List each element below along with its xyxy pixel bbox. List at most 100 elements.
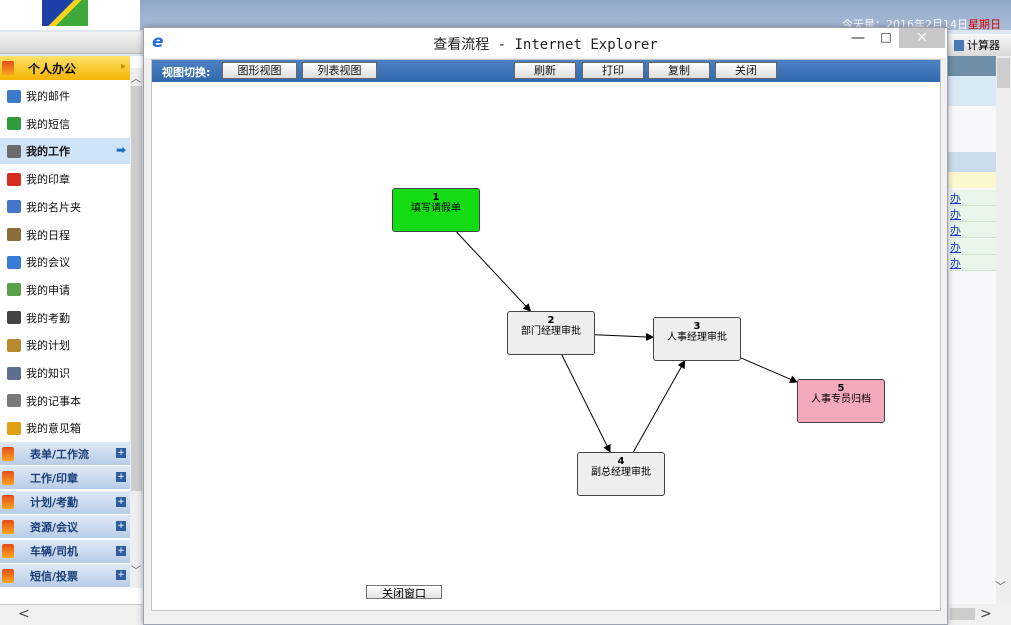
- horizontal-scroll-thumb[interactable]: [950, 608, 975, 620]
- flow-edges: [456, 231, 798, 453]
- close-icon[interactable]: ✕: [899, 28, 945, 48]
- right-panel-link[interactable]: 办: [950, 222, 996, 239]
- seal-pen-icon: [7, 172, 21, 186]
- toolbar: 视图切换: 图形视图 列表视图 刷新 打印 复制 关闭: [152, 60, 940, 82]
- sidebar-item-label: 我的邮件: [26, 90, 70, 103]
- scroll-left-icon[interactable]: <: [18, 606, 30, 622]
- maximize-icon[interactable]: □: [880, 30, 892, 44]
- menu-group[interactable]: 计划/考勤+: [0, 490, 130, 515]
- menu-group-label: 车辆/司机: [30, 545, 79, 559]
- sidebar-item[interactable]: 我的工作 ➡: [0, 138, 130, 165]
- right-panel-link[interactable]: 办: [950, 206, 996, 223]
- mail-icon: [7, 89, 21, 103]
- flow-node-number: 4: [617, 456, 625, 467]
- print-button[interactable]: 打印: [582, 62, 644, 79]
- close-window-button[interactable]: 关闭窗口: [366, 585, 442, 599]
- sidebar-item[interactable]: 我的知识: [0, 360, 130, 386]
- menu-group[interactable]: 短信/投票+: [0, 564, 130, 588]
- top-banner: 今天是：2016年2月14日 星期日: [0, 0, 1011, 31]
- scroll-down-icon[interactable]: ﹀: [995, 580, 1006, 593]
- sidebar-item[interactable]: 我的邮件: [0, 83, 130, 109]
- menu-group[interactable]: 车辆/司机 +: [0, 539, 130, 564]
- calculator-tab[interactable]: 计算器: [948, 34, 1011, 56]
- sidebar-item-label: 我的工作: [26, 145, 70, 159]
- right-panel-link[interactable]: 办: [950, 254, 996, 271]
- menu-group-label: 工作/印章: [30, 471, 79, 485]
- sidebar-item-label: 我的印章: [26, 173, 70, 187]
- notebook-icon: [7, 394, 21, 408]
- sidebar-item-label: 我的考勤: [26, 311, 70, 325]
- expand-plus-icon[interactable]: +: [116, 521, 126, 532]
- menu-group[interactable]: 工作/印章 +: [0, 466, 130, 491]
- flow-node-number: 5: [837, 383, 845, 394]
- sidebar-item[interactable]: 我的短信: [0, 111, 130, 137]
- sidebar-item[interactable]: 我的申请: [0, 277, 130, 303]
- work-icon: [7, 144, 21, 158]
- minimize-icon[interactable]: —: [851, 30, 865, 46]
- sidebar-item[interactable]: 我的名片夹: [0, 194, 130, 220]
- expand-plus-icon[interactable]: +: [116, 472, 126, 483]
- sidebar-item-label: 我的计划: [26, 339, 70, 353]
- sidebar-item-label: 我的日程: [26, 228, 70, 242]
- meeting-icon: [7, 255, 21, 269]
- flow-edge-1-to-2: [456, 231, 532, 312]
- expand-plus-icon[interactable]: +: [116, 570, 126, 580]
- panel-band: [948, 172, 996, 188]
- window-titlebar[interactable]: e 查看流程 - Internet Explorer — □ ✕: [144, 28, 947, 58]
- menu-group-personal-office[interactable]: 个人办公 ▸: [0, 56, 130, 80]
- list-view-button[interactable]: 列表视图: [302, 62, 377, 79]
- arrow-right-icon: ➡: [115, 143, 126, 158]
- sidebar-item-label: 我的知识: [26, 367, 70, 380]
- expand-plus-icon[interactable]: +: [116, 496, 126, 507]
- sidebar-item-label: 我的会议: [26, 256, 70, 270]
- group-icon: [2, 495, 14, 510]
- scroll-right-icon[interactable]: >: [980, 606, 992, 622]
- scroll-down-icon[interactable]: ﹀: [131, 566, 141, 577]
- sidebar-item[interactable]: 我的计划: [0, 332, 130, 358]
- right-panel-scrollbar[interactable]: [996, 56, 1011, 604]
- right-panel-link[interactable]: 办: [950, 238, 996, 255]
- flow-node-label: 人事经理审批: [667, 332, 727, 343]
- menu-group[interactable]: 资源/会议 +: [0, 515, 130, 540]
- sidebar-item[interactable]: 我的意见箱: [0, 415, 130, 441]
- sidebar-scroll-thumb[interactable]: [131, 86, 142, 491]
- menu-group-label: 资源/会议: [30, 520, 79, 534]
- menu-group-label: 个人办公: [28, 61, 77, 76]
- opinion-icon: [7, 421, 21, 435]
- sidebar-header: [0, 32, 143, 54]
- right-panel-scroll-thumb[interactable]: [997, 58, 1010, 88]
- ie-popup-window: e 查看流程 - Internet Explorer — □ ✕ 视图切换: 图…: [143, 27, 948, 625]
- flow-node-number: 2: [547, 315, 555, 326]
- sidebar-item[interactable]: 我的会议: [0, 249, 130, 275]
- attendance-icon: [7, 311, 21, 325]
- expand-plus-icon[interactable]: +: [116, 448, 126, 458]
- flow-edge-4-to-3: [632, 360, 686, 453]
- sidebar-item[interactable]: 我的考勤: [0, 305, 130, 331]
- copy-button[interactable]: 复制: [648, 62, 710, 79]
- flow-node-label: 副总经理审批: [591, 467, 651, 478]
- apply-icon: [7, 283, 21, 297]
- right-panel-link[interactable]: 办: [950, 190, 996, 206]
- sidebar-item[interactable]: 我的日程: [0, 222, 130, 248]
- panel-band: [948, 56, 996, 76]
- expand-plus-icon[interactable]: +: [116, 545, 126, 556]
- sidebar-item-label: 我的申请: [26, 283, 70, 297]
- calculator-label: 计算器: [967, 39, 1000, 52]
- menu-group[interactable]: 表单/工作流+: [0, 442, 130, 466]
- scroll-up-icon[interactable]: ︿: [131, 74, 141, 85]
- flow-node-label: 部门经理审批: [521, 326, 581, 337]
- sidebar-item[interactable]: 我的记事本: [0, 388, 130, 414]
- sidebar-item-label: 我的意见箱: [26, 422, 81, 436]
- knowledge-icon: [7, 366, 21, 380]
- sidebar-horizontal-scrollbar[interactable]: <: [0, 604, 143, 625]
- refresh-button[interactable]: 刷新: [514, 62, 576, 79]
- sidebar-item[interactable]: 我的印章: [0, 166, 130, 192]
- close-button[interactable]: 关闭: [715, 62, 777, 79]
- graph-view-button[interactable]: 图形视图: [222, 62, 297, 79]
